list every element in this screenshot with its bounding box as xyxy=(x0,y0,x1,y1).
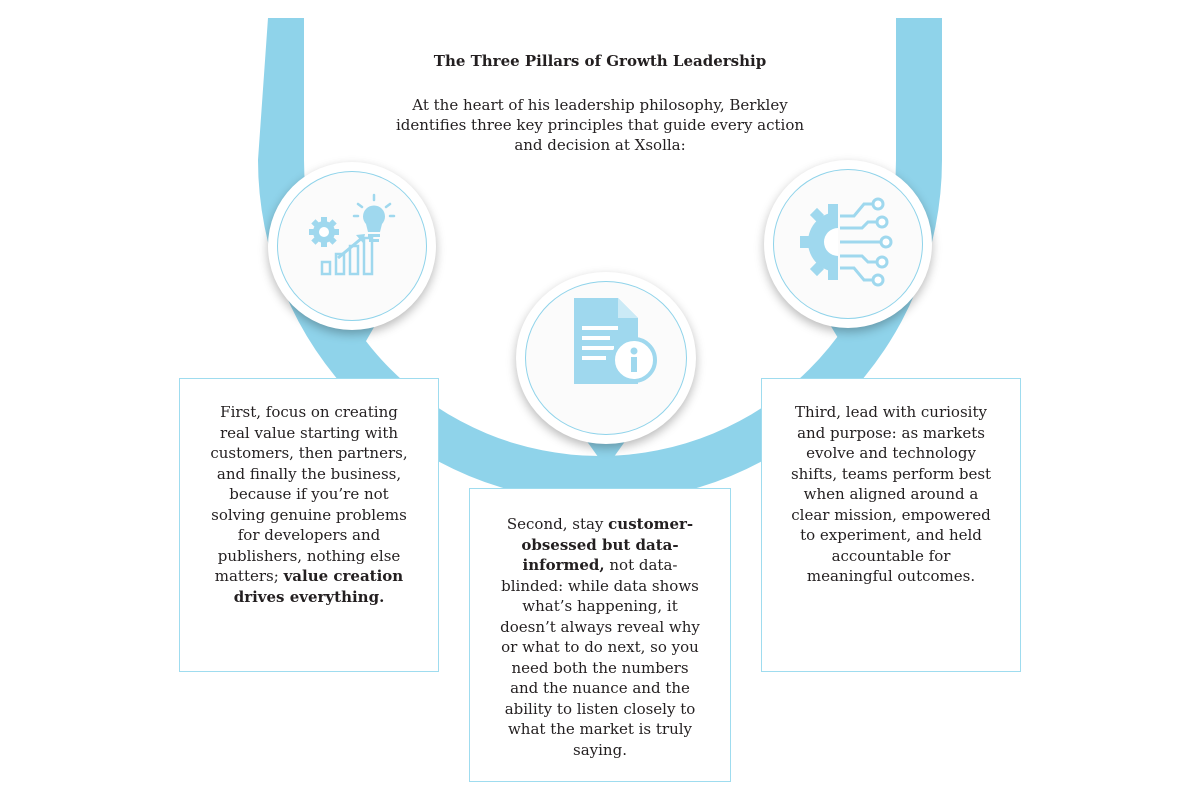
growth-chart-gear-lightbulb-icon xyxy=(309,193,396,276)
pillar-1-text-main: First, focus on creating real value star… xyxy=(210,403,408,585)
pillar-3-text: Third, lead with curiosity and purpose: … xyxy=(788,402,994,587)
pillar-2-text-lead: Second, stay xyxy=(506,515,609,533)
pillar-2-text: Second, stay customer-obsessed but data-… xyxy=(498,514,702,760)
document-info-icon xyxy=(574,298,657,384)
pillar-3-text-main: Third, lead with curiosity and purpose: … xyxy=(790,403,992,585)
gear-circuit-icon xyxy=(800,197,893,287)
pillar-2-card: Second, stay customer-obsessed but data-… xyxy=(469,488,731,782)
pillar-1-badge xyxy=(268,162,436,330)
page-title: The Three Pillars of Growth Leadership xyxy=(433,52,767,70)
pillar-2-text-bold: customer-obsessed but data-informed, xyxy=(521,515,694,574)
pillar-3-badge xyxy=(764,160,932,328)
pillar-1-card: First, focus on creating real value star… xyxy=(179,378,439,672)
pillar-3-ring xyxy=(773,169,923,319)
pillar-2-badge xyxy=(516,272,696,444)
pillar-1-text: First, focus on creating real value star… xyxy=(206,402,412,607)
pillar-3-card: Third, lead with curiosity and purpose: … xyxy=(761,378,1021,672)
intro-text: At the heart of his leadership philosoph… xyxy=(395,96,805,154)
pillar-1-text-bold: value creation drives everything. xyxy=(233,567,404,606)
pillar-2-text-tail: not data-blinded: while data shows what’… xyxy=(500,556,700,759)
